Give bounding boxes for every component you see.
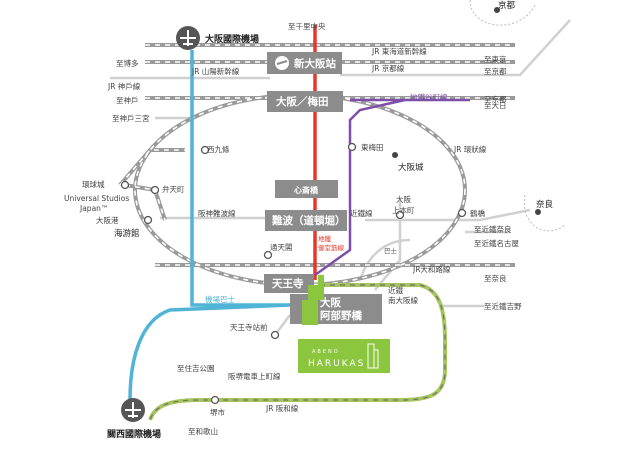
dot-higashi-umeda <box>347 142 357 152</box>
jr-tokaido-shinkansen: JR 東海道新幹線 <box>371 46 427 56</box>
dot-nishikujo <box>200 145 210 155</box>
bentencho-label: 弁天町 <box>162 184 185 194</box>
to-kyoto-1: 至京都 <box>484 66 507 76</box>
to-dainichi: 至大日 <box>484 100 507 110</box>
to-senri-chuo: 至千里中央 <box>288 21 326 31</box>
line-labels: 至千里中央 JR 東海道新幹線 JR 山陽新幹線 JR 神戶線 JR 京都線 至… <box>107 21 522 436</box>
to-kintetsu-nara: 至近鐵奈良 <box>474 224 512 234</box>
station-label-1: 大阪 <box>320 296 341 309</box>
to-kintetsu-nagoya: 至近鐵名古屋 <box>474 238 519 248</box>
station-dots <box>120 142 467 405</box>
to-wakayama: 至和歌山 <box>188 426 218 436</box>
to-nara: 至奈良 <box>484 273 507 283</box>
jr-sanyo-shinkansen: JR 山陽新幹線 <box>191 66 240 76</box>
line-bus-loop <box>358 238 411 281</box>
osaka-castle-label: 大阪城 <box>398 162 424 173</box>
to-tokyo: 至東京 <box>484 54 507 64</box>
jr-loop-line: JR 環狀線 <box>453 144 487 154</box>
place-labels: 東梅田 西九條 弁天町 通天閣 大阪 上本町 鶴橋 天王寺站前 堺市 環球城 U… <box>64 0 554 417</box>
line-uehommachi <box>374 200 402 291</box>
dot-tennoji-ekimae <box>270 330 280 340</box>
nishikujo-label: 西九條 <box>207 144 230 154</box>
dot-sakai <box>210 395 220 405</box>
tsutenkaku-label: 通天閣 <box>270 242 293 252</box>
midosuji-1: 地鐵 <box>318 234 332 243</box>
kyoto-dot <box>494 7 500 13</box>
to-kyoto-2: 至京都 <box>484 94 507 104</box>
kansai-airport[interactable]: 關西國際機場 <box>107 398 161 440</box>
hanshin-namba: 阪神難波線 <box>198 208 236 218</box>
airport-bus: 機場巴士 <box>205 294 235 304</box>
higashi-umeda-label: 東梅田 <box>361 142 384 152</box>
station-label: 心斎橋 <box>294 185 319 195</box>
station-osaka-umeda[interactable]: 大阪／梅田 <box>267 91 343 112</box>
harukas-tower-icon <box>302 275 324 325</box>
hankai-tram: 阪堺電車上町線 <box>228 371 281 381</box>
jr-hanwa-line <box>148 283 447 421</box>
tanimachi-line-label: 地鐵谷町線 <box>410 92 448 102</box>
station-label-2: 阿部野橋 <box>320 309 362 322</box>
kintetsu-line: 近鐵線 <box>350 208 373 218</box>
uehommachi-1: 大阪 <box>396 194 411 204</box>
station-namba[interactable]: 難波（道頓堀） <box>265 210 347 231</box>
airport-label: 關西國際機場 <box>107 428 161 440</box>
kyoto-label: 京都 <box>498 0 516 11</box>
kyoto-boundary <box>469 0 536 26</box>
jr-hanwa: JR 阪和線 <box>265 403 299 413</box>
nara-label: 奈良 <box>536 199 554 210</box>
tanimachi-line <box>314 98 470 277</box>
badge-large-text: HARUKAS <box>308 359 365 369</box>
dot-uehommachi <box>395 210 405 220</box>
abeno-harukas-badge[interactable]: ABENO HARUKAS <box>298 339 390 373</box>
badge-small-text: ABENO <box>312 349 340 355</box>
uehommachi-2: 上本町 <box>392 205 415 215</box>
kintetsu-minami-osaka-2: 南大阪線 <box>388 295 418 305</box>
to-kobe: 至神戶 <box>116 95 139 105</box>
jr-kobe-line: JR 神戶線 <box>107 81 141 91</box>
dot-osaka-port <box>143 215 153 225</box>
osaka-castle-dot <box>392 152 398 158</box>
to-kintetsu-yoshino: 至近鐵吉野 <box>484 301 522 311</box>
dot-tsutenkaku <box>263 250 273 260</box>
station-tennoji[interactable]: 天王寺 <box>264 274 314 293</box>
line-to-kyoto-upper <box>340 19 571 77</box>
universal-3: Japan™ <box>79 204 108 213</box>
nara-boundary <box>523 194 566 232</box>
airport-bus-line <box>128 50 291 401</box>
airport-label: 大阪國際機場 <box>205 33 259 45</box>
midosuji-2: 御堂筋線 <box>318 243 345 252</box>
station-shin-osaka[interactable]: 新大阪站 <box>267 52 342 74</box>
tennoji-ekimae-label: 天王寺站前 <box>230 322 268 332</box>
kintetsu-minami-osaka-1: 近鐵 <box>388 285 403 295</box>
to-kobe-sannomiya: 至神戶三宮 <box>112 113 150 123</box>
to-hakata: 至博多 <box>116 58 139 68</box>
kaiyukan-label: 海游館 <box>114 228 140 239</box>
to-sumiyoshi-koen: 至住吉公園 <box>177 363 215 373</box>
universal-1: 環球城 <box>82 179 105 189</box>
bus-label: 巴士 <box>384 246 398 255</box>
dot-universal <box>120 180 130 190</box>
station-label: 難波（道頓堀） <box>271 214 346 227</box>
station-shinsaibashi[interactable]: 心斎橋 <box>275 180 338 198</box>
station-label: 天王寺 <box>272 277 304 290</box>
station-label: 新大阪站 <box>294 57 336 70</box>
jr-yamatoji: JR大和路線 <box>412 264 451 274</box>
universal-2: Universal Studios <box>64 194 129 203</box>
line-kintetsu-nara <box>365 208 531 222</box>
sakai-label: 堺市 <box>210 407 225 417</box>
station-label: 大阪／梅田 <box>276 95 329 108</box>
dot-tsuruhashi <box>457 208 467 218</box>
dot-bentencho <box>150 185 160 195</box>
line-tennoji-ekimae <box>274 314 291 336</box>
nara-dot <box>535 209 541 215</box>
tsuruhashi-label: 鶴橋 <box>470 208 485 218</box>
itami-airport[interactable]: 大阪國際機場 <box>176 26 259 50</box>
jr-kyoto-line: JR 京都線 <box>371 63 405 73</box>
osaka-port-label: 大阪港 <box>96 215 119 225</box>
